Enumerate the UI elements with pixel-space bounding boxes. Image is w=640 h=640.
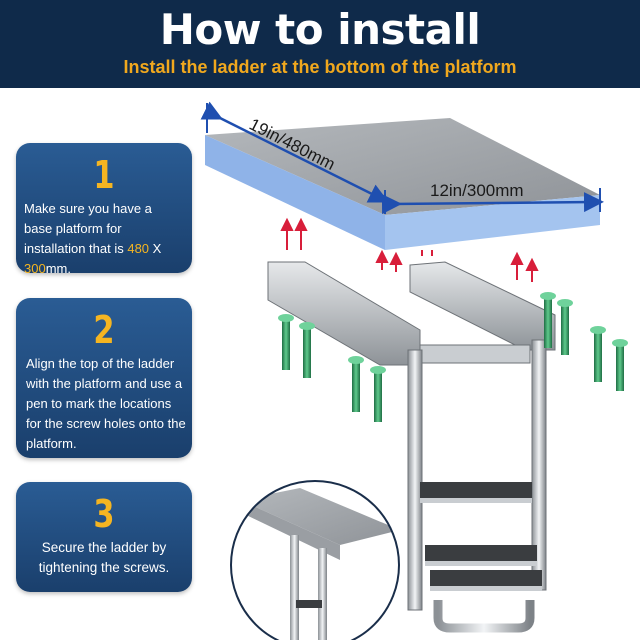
step-text: Secure the ladder by tightening the scre… (38, 540, 170, 575)
step-number: 3 (93, 492, 115, 536)
screws (278, 292, 628, 422)
step-text-part: mm. (45, 261, 71, 276)
step-card-3: 3 Secure the ladder by tightening the sc… (16, 482, 192, 592)
step-highlight: 300 (24, 261, 46, 276)
inset-detail (230, 480, 400, 640)
step-number: 1 (93, 153, 115, 197)
page-subtitle: Install the ladder at the bottom of the … (123, 57, 517, 77)
page-title: How to install (159, 5, 481, 54)
dimension-lines (200, 101, 604, 215)
step-text: Align the top of the ladder with the pla… (26, 356, 186, 451)
mounting-arrows (280, 217, 539, 282)
dimension-label-width: 12in/300mm (430, 181, 524, 200)
step-text-part: X (149, 241, 162, 256)
step-number: 2 (93, 308, 115, 352)
ladder (267, 261, 556, 633)
step-text-part: Make sure you have a base platform for i… (24, 201, 152, 256)
header-banner: How to install Install the ladder at the… (0, 0, 640, 88)
step-highlight: 480 (127, 241, 150, 256)
step-card-2: 2 Align the top of the ladder with the p… (16, 298, 192, 458)
step-card-1: 1 Make sure you have a base platform for… (16, 143, 192, 276)
step-text: Make sure you have a base platform for i… (16, 195, 192, 279)
